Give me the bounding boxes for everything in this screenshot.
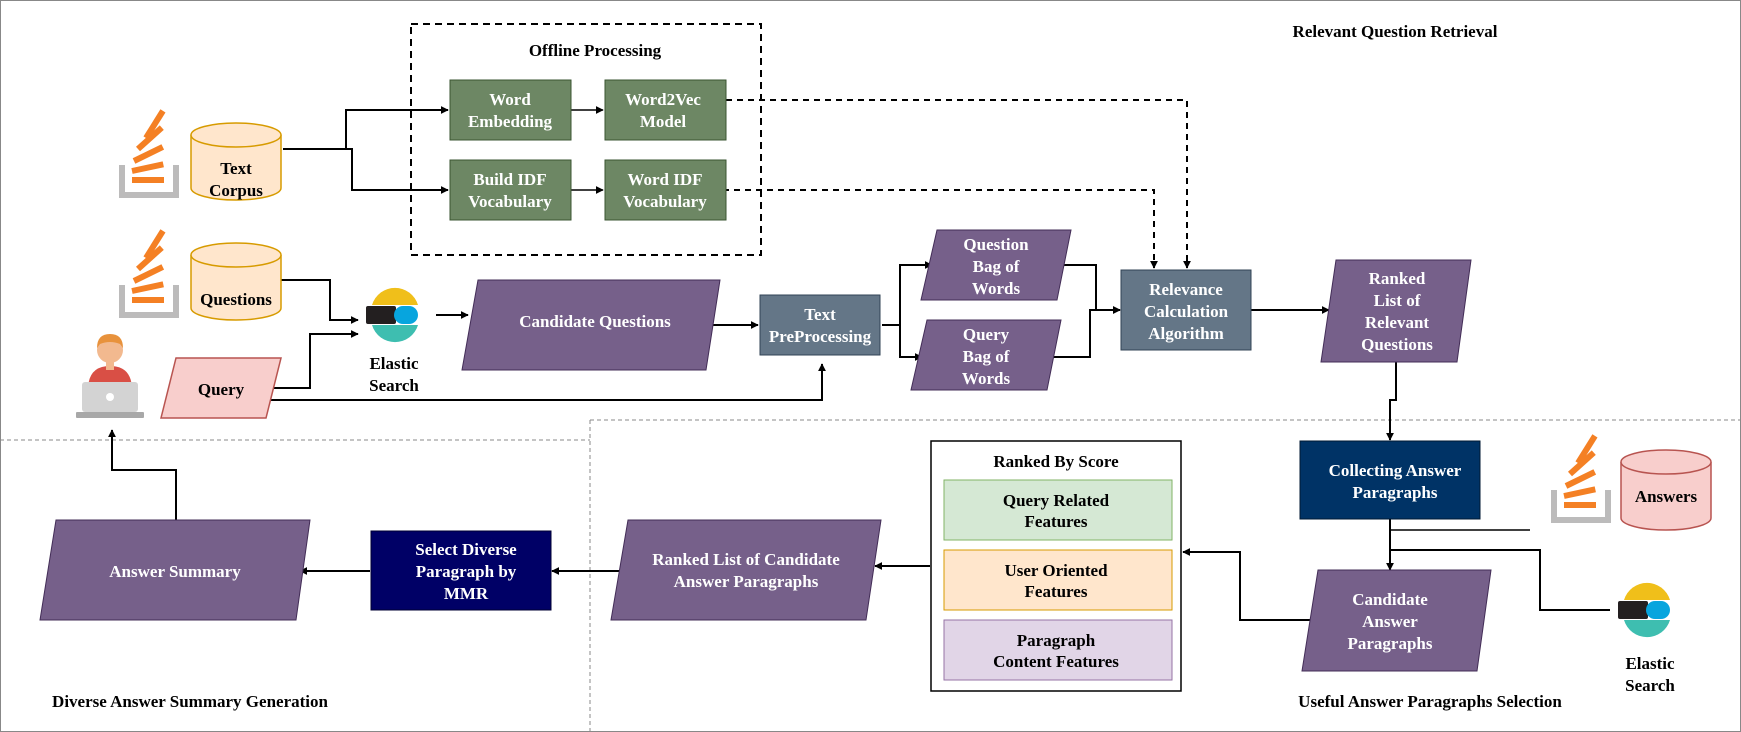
svg-text:Corpus: Corpus [209,181,263,200]
svg-text:Bag of: Bag of [963,347,1010,366]
user-laptop-icon [76,334,144,418]
ranked-relevant-questions-node: Ranked List of Relevant Questions [1320,259,1472,363]
svg-text:List of: List of [1374,291,1421,310]
svg-text:Vocabulary: Vocabulary [468,192,552,211]
elastic-search-label-top: Search [369,376,419,395]
svg-text:Answer Summary: Answer Summary [109,562,241,581]
svg-text:Questions: Questions [1361,335,1433,354]
svg-text:Model: Model [640,112,687,131]
elasticsearch-icon [1618,582,1670,638]
svg-text:Vocabulary: Vocabulary [623,192,707,211]
svg-text:Relevance: Relevance [1149,280,1223,299]
word2vec-model-box: Word2Vec Model [604,79,727,141]
select-diverse-mmr-box: Select Diverse Paragraph by MMR [370,530,552,611]
text-corpus-database: Text Corpus [190,122,282,201]
candidate-questions-node: Candidate Questions [461,279,721,371]
text-preprocessing-box: Text PreProcessing [759,294,881,356]
svg-text:Candidate Questions: Candidate Questions [519,312,671,331]
svg-text:PreProcessing: PreProcessing [769,327,872,346]
svg-text:Words: Words [972,279,1021,298]
svg-text:Query Related: Query Related [1003,491,1110,510]
candidate-answer-paragraphs-node: Candidate Answer Paragraphs [1301,569,1492,672]
svg-text:Paragraphs: Paragraphs [1353,483,1438,502]
ranked-by-score-panel: Ranked By Score Query Related Features U… [930,440,1182,692]
elastic-search-label-top: Elastic [369,354,419,373]
svg-text:Content Features: Content Features [993,652,1119,671]
elastic-search-label-bottom: Elastic [1625,654,1675,673]
query-bag-of-words-node: Query Bag of Words [910,319,1062,391]
svg-text:Answer Paragraphs: Answer Paragraphs [674,572,819,591]
relevance-calculation-box: Relevance Calculation Algorithm [1120,269,1252,351]
svg-text:Embedding: Embedding [468,112,553,131]
answers-database: Answers [1620,449,1712,531]
section-title-diverse: Diverse Answer Summary Generation [52,692,328,711]
svg-text:User Oriented: User Oriented [1004,561,1108,580]
svg-text:Paragraph by: Paragraph by [416,562,517,581]
svg-text:Word: Word [489,90,531,109]
collecting-answer-paragraphs-box: Collecting Answer Paragraphs [1299,440,1481,520]
stackoverflow-icon [122,229,176,315]
question-bag-of-words-node: Question Bag of Words [920,229,1072,301]
svg-text:Word IDF: Word IDF [627,170,702,189]
svg-text:Text: Text [804,305,836,324]
svg-text:Ranked: Ranked [1369,269,1426,288]
svg-text:Answer: Answer [1362,612,1418,631]
svg-text:Paragraphs: Paragraphs [1348,634,1433,653]
svg-text:Select Diverse: Select Diverse [415,540,517,559]
svg-text:Relevant: Relevant [1365,313,1430,332]
word-idf-vocabulary-box: Word IDF Vocabulary [604,159,727,221]
svg-text:Collecting Answer: Collecting Answer [1329,461,1462,480]
svg-text:Calculation: Calculation [1144,302,1229,321]
svg-text:Ranked By Score: Ranked By Score [993,452,1119,471]
ranked-candidate-answers-node: Ranked List of Candidate Answer Paragrap… [610,519,882,621]
svg-text:Word2Vec: Word2Vec [625,90,701,109]
svg-text:Bag of: Bag of [973,257,1020,276]
answer-summary-node: Answer Summary [39,519,311,621]
query-related-features [943,479,1173,541]
word-embedding-box: Word Embedding [449,79,572,141]
stackoverflow-icon [122,109,176,195]
offline-processing-region [410,23,762,256]
section-title-useful: Useful Answer Paragraphs Selection [1298,692,1562,711]
svg-text:Build IDF: Build IDF [473,170,546,189]
svg-text:MMR: MMR [444,584,489,603]
section-title-retrieval: Relevant Question Retrieval [1293,22,1498,41]
stackoverflow-icon [1554,434,1608,520]
svg-text:Answers: Answers [1635,487,1698,506]
svg-text:Query: Query [963,325,1010,344]
build-idf-vocabulary-box: Build IDF Vocabulary [449,159,572,221]
svg-text:Questions: Questions [200,290,272,309]
svg-text:Candidate: Candidate [1352,590,1428,609]
svg-text:Text: Text [220,159,252,178]
svg-text:Ranked List of Candidate: Ranked List of Candidate [652,550,840,569]
svg-text:Query: Query [198,380,245,399]
elastic-search-label-bottom: Search [1625,676,1675,695]
query-input: Query [160,357,282,419]
svg-text:Algorithm: Algorithm [1148,324,1224,343]
elasticsearch-icon [366,287,418,343]
questions-database: Questions [190,242,282,321]
user-oriented-features [943,549,1173,611]
svg-text:Features: Features [1025,512,1088,531]
paragraph-content-features [943,619,1173,681]
section-title-offline: Offline Processing [529,41,662,60]
svg-text:Paragraph: Paragraph [1017,631,1096,650]
svg-text:Features: Features [1025,582,1088,601]
svg-text:Question: Question [963,235,1029,254]
svg-text:Words: Words [962,369,1011,388]
